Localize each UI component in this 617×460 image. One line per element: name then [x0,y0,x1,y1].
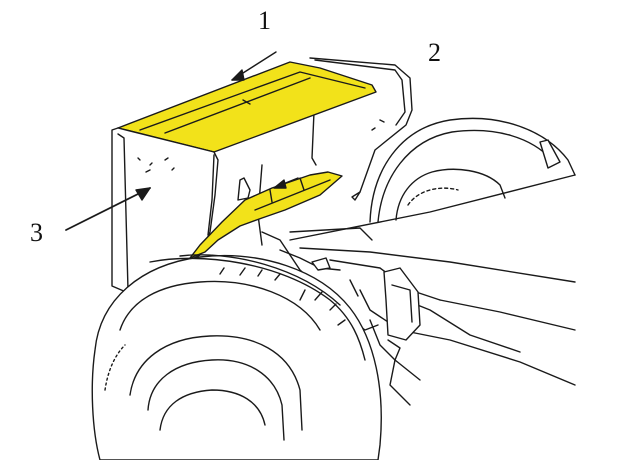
lower-wing-element [189,171,343,259]
side-deflector [383,267,421,361]
rear-wing [111,57,413,293]
callout-label-1: 1 [258,6,271,35]
arrowhead-inner [273,179,287,189]
callout-arrows [65,51,299,231]
left-endplate [111,127,219,293]
callout-label-2: 2 [428,38,441,67]
car-bodywork [289,174,576,406]
callout-label-3: 3 [30,218,43,247]
right-rear-tyre [369,117,576,223]
arrowhead-3 [135,187,151,201]
leader-line-3 [65,187,151,231]
arrowhead-1 [231,69,245,81]
left-rear-tyre [91,254,382,460]
